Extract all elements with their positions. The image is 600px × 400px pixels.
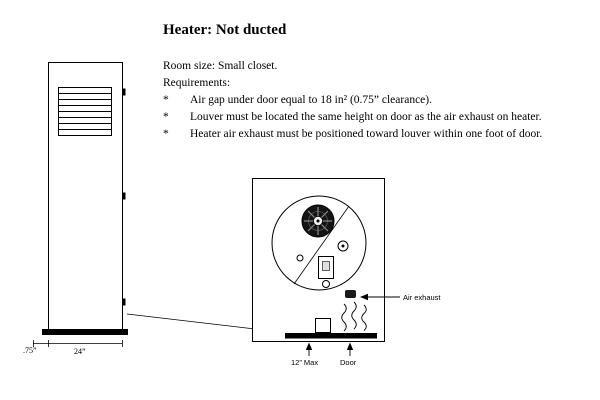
detail-top-view (252, 178, 385, 342)
requirement-item: * Louver must be located the same height… (163, 109, 600, 126)
air-exhaust-arrow (360, 293, 400, 301)
heater-top-view-circle (271, 195, 367, 291)
requirement-text: Louver must be located the same height o… (190, 111, 542, 123)
heater-base (42, 329, 128, 335)
base-clearance-label: .75” (23, 346, 37, 355)
max-distance-label: 12” Max (291, 358, 319, 367)
door-bar (285, 333, 377, 339)
hinge-bottom (122, 298, 126, 306)
bullet-marker: * (163, 128, 169, 140)
requirement-item: * Air gap under door equal to 18 in² (0.… (163, 92, 600, 109)
air-exhaust-outlet (345, 290, 356, 298)
door-label: Door (340, 358, 357, 367)
control-box (318, 256, 334, 288)
bullet-marker: * (163, 111, 169, 123)
bullet-marker: * (163, 94, 169, 106)
louver-grille (58, 87, 112, 136)
hinge-middle (122, 192, 126, 200)
door-arrow (346, 342, 354, 356)
requirement-text: Air gap under door equal to 18 in² (0.75… (190, 94, 432, 106)
heater-front-view (33, 62, 128, 347)
air-exhaust-label: Air exhaust (403, 293, 441, 302)
hinge-top (122, 88, 126, 96)
bolt-icon (337, 240, 349, 252)
width-dimension-line (33, 340, 123, 347)
requirement-text: Heater air exhaust must be positioned to… (190, 128, 543, 140)
requirements-text-block: Room size: Small closet. Requirements: *… (163, 58, 600, 143)
bolt-center (341, 244, 345, 248)
fitting-icon (296, 254, 304, 262)
heater-cabinet (48, 62, 123, 331)
width-label: 24” (74, 347, 86, 356)
heat-wave-lines (341, 301, 367, 332)
bracket-line (293, 205, 350, 285)
room-size-line: Room size: Small closet. (163, 60, 278, 72)
page-title: Heater: Not ducted (163, 22, 287, 38)
max-distance-arrow (305, 342, 313, 356)
requirements-heading: Requirements: (163, 77, 231, 89)
door-louver-box (315, 318, 331, 333)
fan-icon (301, 204, 335, 238)
requirement-item: * Heater air exhaust must be positioned … (163, 126, 600, 143)
